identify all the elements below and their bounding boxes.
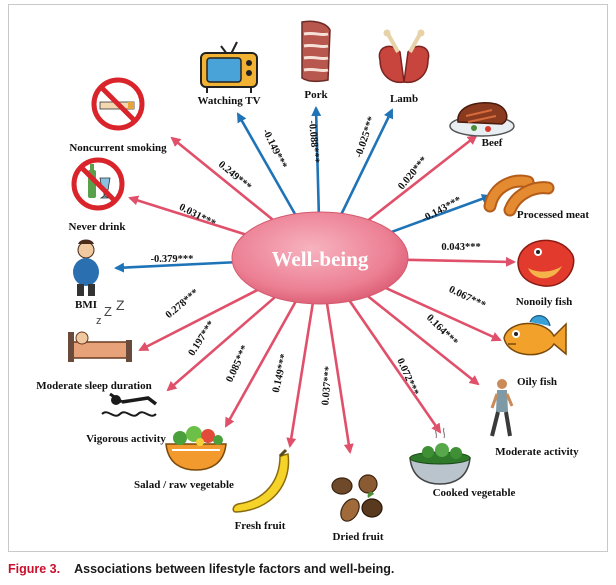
dried-fruit-label: Dried fruit — [332, 531, 383, 543]
lamb-arrow — [338, 108, 394, 218]
salad-arrow — [224, 297, 299, 428]
lamb-coefficient: -0.025*** — [353, 115, 377, 159]
fresh-fruit-label: Fresh fruit — [235, 520, 286, 532]
nonoily-fish-coefficient: 0.043*** — [441, 242, 480, 253]
never-drink-label: Never drink — [69, 221, 127, 233]
nuts-icon — [331, 474, 383, 522]
sleep-coefficient: 0.278*** — [164, 287, 201, 321]
no-alcohol-icon — [71, 157, 125, 211]
lamb-icon — [378, 29, 430, 84]
arrows-layer — [114, 106, 516, 454]
walking-person-icon — [490, 379, 514, 437]
figure-caption: Figure 3. Associations between lifestyle … — [8, 562, 394, 576]
caption-text: Associations between lifestyle factors a… — [74, 562, 395, 576]
figure-number: Figure 3. — [8, 562, 61, 576]
beef-icon — [449, 102, 515, 137]
pork-icon — [301, 20, 331, 83]
center-label: Well-being — [272, 247, 369, 271]
cooked-vegetable-coefficient: 0.072*** — [394, 357, 420, 397]
fresh-fruit-arrow — [286, 299, 315, 448]
cooked-vegetable-label: Cooked vegetable — [433, 487, 516, 499]
bmi-arrow — [114, 260, 240, 273]
salad-icon — [165, 426, 227, 471]
sausage-icon — [483, 174, 555, 217]
nonoily-fish-label: Nonoily fish — [516, 296, 573, 308]
oily-fish-label: Oily fish — [517, 376, 557, 388]
noncurrent-smoking-arrow — [170, 136, 277, 224]
labels-layer: Watching TV Pork Lamb Beef Processed mea… — [36, 89, 589, 543]
svg-text:z: z — [96, 315, 102, 327]
vigorous-activity-label: Vigorous activity — [86, 433, 166, 445]
moderate-activity-label: Moderate activity — [495, 446, 579, 458]
noncurrent-smoking-label: Noncurrent smoking — [69, 142, 167, 154]
bmi-label: BMI — [75, 299, 97, 311]
watching-tv-arrow — [236, 112, 299, 219]
center-node: Well-being — [231, 211, 409, 305]
dried-fruit-arrow — [325, 300, 354, 454]
watching-tv-coefficient: -0.149*** — [260, 127, 289, 170]
pork-coefficient: -0.088*** — [306, 120, 321, 164]
nonoily-fish-arrow — [400, 256, 516, 267]
dried-fruit-coefficient: 0.037*** — [320, 366, 334, 406]
banana-icon — [232, 448, 290, 513]
svg-text:Z: Z — [116, 297, 125, 313]
sleep-label: Moderate sleep duration — [36, 380, 151, 392]
svg-text:Z: Z — [104, 304, 112, 319]
person-icon — [73, 239, 99, 296]
processed-meat-arrow — [385, 194, 492, 236]
moderate-activity-arrow — [363, 292, 480, 386]
salad-label: Salad / raw vegetable — [134, 479, 234, 491]
never-drink-arrow — [128, 195, 252, 238]
diagram-canvas: Well-being Watching TV Pork Lamb Beef Pr… — [36, 20, 589, 543]
vigorous-activity-arrow — [166, 293, 280, 392]
pork-label: Pork — [304, 89, 328, 101]
lamb-label: Lamb — [390, 93, 418, 105]
sleep-arrow — [138, 286, 263, 352]
no-smoking-icon — [91, 77, 145, 131]
cooked-vegetable-icon — [409, 427, 471, 485]
beef-label: Beef — [482, 137, 503, 149]
watching-tv-label: Watching TV — [197, 95, 260, 107]
bmi-coefficient: -0.379*** — [151, 254, 194, 265]
pork-arrow — [311, 106, 322, 216]
salad-coefficient: 0.085*** — [224, 344, 251, 384]
fresh-fruit-coefficient: 0.149*** — [271, 353, 291, 394]
oily-fish-arrow — [380, 284, 502, 342]
tv-icon — [200, 41, 258, 93]
beef-arrow — [364, 134, 478, 224]
figure-frame — [8, 4, 608, 552]
sleeping-person-icon: z Z Z — [68, 297, 132, 362]
processed-meat-coefficient: -0.143*** — [420, 195, 463, 225]
fish-icon — [517, 239, 575, 287]
oily-fish-coefficient: 0.067*** — [447, 284, 487, 311]
processed-meat-label: Processed meat — [517, 209, 590, 221]
oily-fish-icon — [503, 315, 567, 356]
cooked-vegetable-arrow — [346, 297, 442, 434]
swimmer-icon — [101, 392, 158, 417]
